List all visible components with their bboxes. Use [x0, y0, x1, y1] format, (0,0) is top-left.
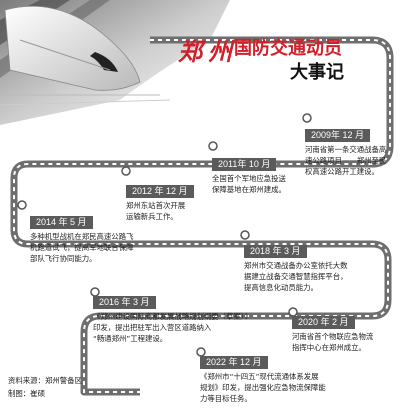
event-text: 河南省第一条交通战备高速公路项目——郑州至民权高速公路开工建设。: [305, 145, 387, 176]
train-photo: [0, 0, 230, 125]
event-date: 2011年 10 月: [212, 158, 277, 171]
event-date: 2020 年 2 月: [292, 316, 355, 329]
event-2022: 2022 年 12 月 《郑州市“十四五”现代流通体系发展规划》印发，提出强化应…: [200, 350, 326, 404]
credit-line: 制图：崔硕: [8, 389, 45, 398]
event-2012: 2012 年 12 月 郑州东站首次开展运输新兵工作。: [126, 179, 194, 222]
infographic-title: 郑州 国防交通动员 大事记: [178, 28, 388, 88]
source-credit: 资料来源：郑州警备区 制图：崔硕: [8, 374, 82, 400]
event-2011: 2011年 10 月 全国首个军地应急投送保障基地在郑州建成。: [212, 152, 286, 195]
title-main: 国防交通动员: [234, 38, 342, 59]
source-line: 资料来源：郑州警备区: [8, 376, 82, 385]
event-text: 多种机型战机在郑民高速公路飞机跑道试飞，提高军地联合保障部队飞行协同能力。: [30, 232, 134, 263]
event-date: 2016 年 3 月: [93, 296, 156, 309]
event-text: 《郑州建设国际商都发展战略规划纲要（草案）》印发，提出把驻军出入营区道路纳入“畅…: [93, 312, 252, 343]
title-sub: 大事记: [290, 62, 344, 83]
event-2020: 2020 年 2 月 河南省首个物联应急物流指挥中心在郑州成立。: [292, 310, 373, 353]
event-text: 全国首个军地应急投送保障基地在郑州建成。: [212, 174, 286, 194]
event-date: 2014 年 5 月: [30, 216, 93, 229]
event-2018: 2018 年 3 月 郑州市交通战备办公室依托大数据建立战备交通智慧指挥平台，提…: [244, 239, 347, 293]
event-2014: 2014 年 5 月 多种机型战机在郑民高速公路飞机跑道试飞，提高军地联合保障部…: [30, 210, 133, 264]
event-date: 2022 年 12 月: [200, 356, 268, 369]
event-date: 2018 年 3 月: [244, 245, 307, 258]
event-2016: 2016 年 3 月 《郑州建设国际商都发展战略规划纲要（草案）》印发，提出把驻…: [93, 290, 252, 344]
event-text: 郑州市交通战备办公室依托大数据建立战备交通智慧指挥平台，提高信息化动员能力。: [244, 261, 348, 292]
event-2009: 2009年 12 月 河南省第一条交通战备高速公路项目——郑州至民权高速公路开工…: [305, 123, 386, 177]
track-sleepers: [13, 39, 391, 393]
event-text: 郑州东站首次开展运输新兵工作。: [126, 201, 186, 221]
title-city: 郑州: [178, 37, 238, 66]
station-markers: [17, 113, 312, 357]
event-text: 河南省首个物联应急物流指挥中心在郑州成立。: [292, 332, 374, 352]
event-text: 《郑州市“十四五”现代流通体系发展规划》印发，提出强化应急物流保障能力等目标任务…: [200, 372, 326, 403]
event-date: 2012 年 12 月: [126, 185, 194, 198]
event-date: 2009年 12 月: [305, 129, 371, 142]
